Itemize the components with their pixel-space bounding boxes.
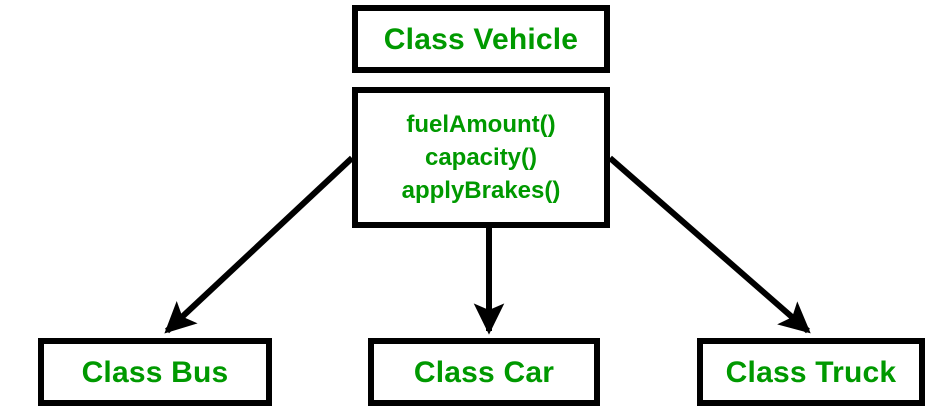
- method-apply-brakes: applyBrakes(): [401, 177, 561, 205]
- class-name-car: Class Car: [413, 355, 555, 389]
- method-fuel-amount: fuelAmount(): [406, 110, 556, 138]
- arrow-vehicle-to-bus: [164, 155, 355, 334]
- class-name-truck: Class Truck: [725, 355, 897, 389]
- class-box-car[interactable]: Class Car: [368, 338, 600, 406]
- class-box-truck[interactable]: Class Truck: [697, 338, 925, 406]
- class-box-vehicle-methods[interactable]: fuelAmount() capacity() applyBrakes(): [352, 87, 610, 228]
- method-capacity: capacity(): [424, 143, 538, 171]
- class-box-vehicle-header[interactable]: Class Vehicle: [352, 5, 610, 73]
- class-name-bus: Class Bus: [81, 355, 229, 389]
- class-name-vehicle: Class Vehicle: [383, 22, 579, 56]
- arrow-vehicle-to-truck: [608, 155, 811, 334]
- class-box-bus[interactable]: Class Bus: [38, 338, 272, 406]
